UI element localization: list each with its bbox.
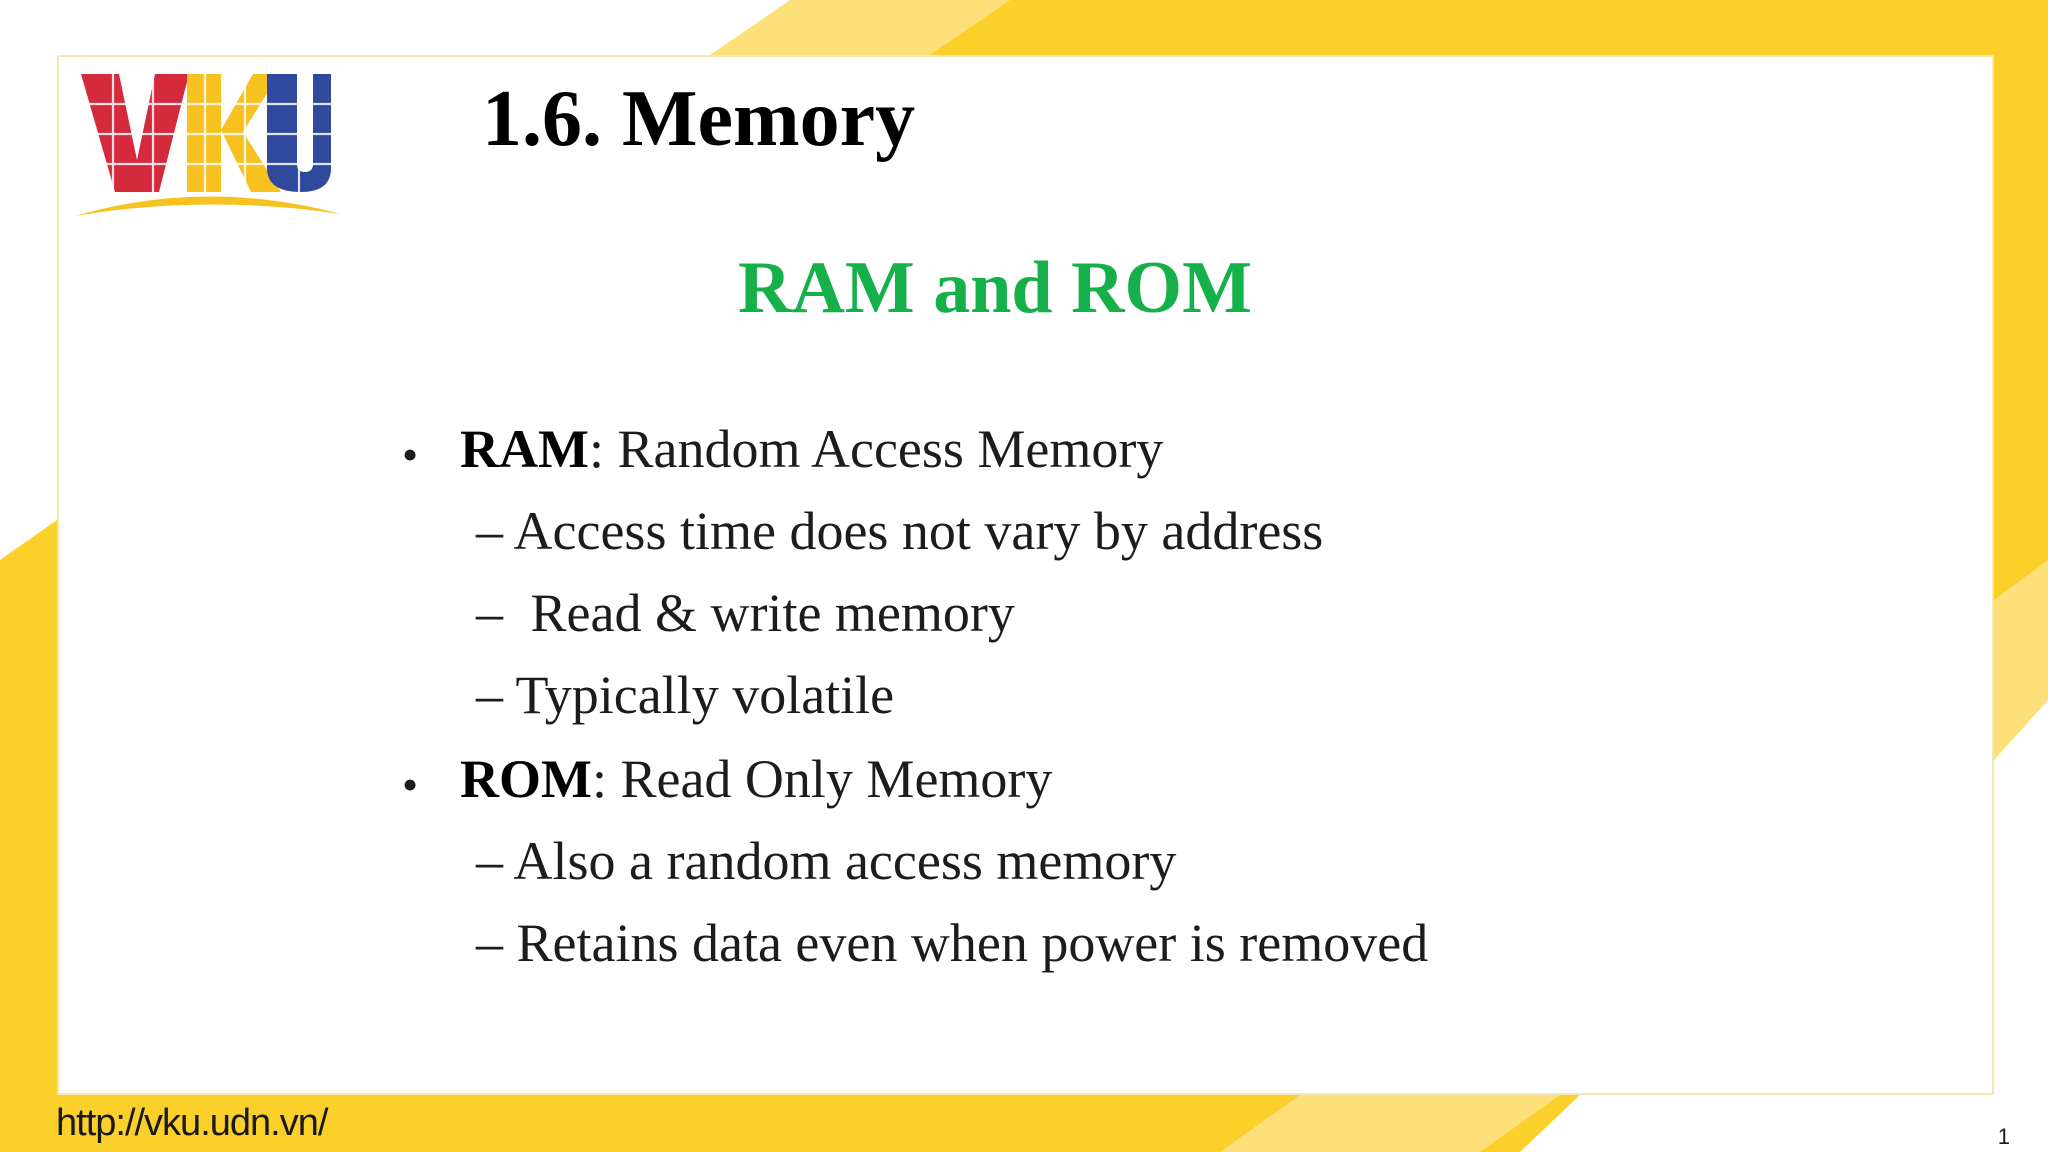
bullet-text: : Read Only Memory (591, 749, 1053, 809)
sub-item: – Also a random access memory (476, 826, 1176, 896)
dash-marker: – (476, 665, 503, 725)
page-number: 1 (1997, 1124, 2010, 1149)
dash-marker: – (476, 583, 503, 643)
sub-item-text: Typically volatile (515, 665, 895, 725)
bullet-marker: • (402, 759, 419, 810)
bullet-item-ram: RAM: Random Access Memory (460, 414, 1163, 484)
bottom-light-stripe (1220, 1095, 1560, 1152)
top-yellow-band (770, 0, 2048, 55)
footer-url-link[interactable]: http://vku.udn.vn/ (56, 1102, 328, 1144)
right-light-stripe (1994, 560, 2048, 760)
bullet-item-rom: ROM: Read Only Memory (460, 744, 1052, 814)
logo-swoosh (75, 196, 341, 216)
vku-logo (75, 68, 341, 216)
bullet-marker: • (402, 429, 419, 480)
sub-item: – Retains data even when power is remove… (476, 908, 1428, 978)
bullet-text: : Random Access Memory (588, 419, 1164, 479)
content-panel (57, 55, 1994, 1095)
sub-item-text: Retains data even when power is removed (516, 913, 1429, 973)
bullet-term: RAM (460, 419, 589, 479)
top-light-stripe (710, 0, 1010, 55)
sub-item-text: Also a random access memory (513, 831, 1177, 891)
sub-item-text: Read & write memory (530, 583, 1015, 643)
bullet-term: ROM (460, 749, 592, 809)
sub-item: – Access time does not vary by address (476, 496, 1323, 566)
dash-marker: – (476, 913, 503, 973)
sub-item-text: Access time does not vary by address (513, 501, 1324, 561)
sub-item: – Read & write memory (476, 578, 1015, 648)
sub-item: – Typically volatile (476, 660, 894, 730)
dash-marker: – (476, 831, 503, 891)
slide-title: 1.6. Memory (482, 75, 916, 163)
slide-subtitle: RAM and ROM (738, 247, 1252, 329)
left-yellow-band (0, 520, 57, 1095)
bottom-yellow-band (0, 1095, 1580, 1152)
dash-marker: – (476, 501, 503, 561)
